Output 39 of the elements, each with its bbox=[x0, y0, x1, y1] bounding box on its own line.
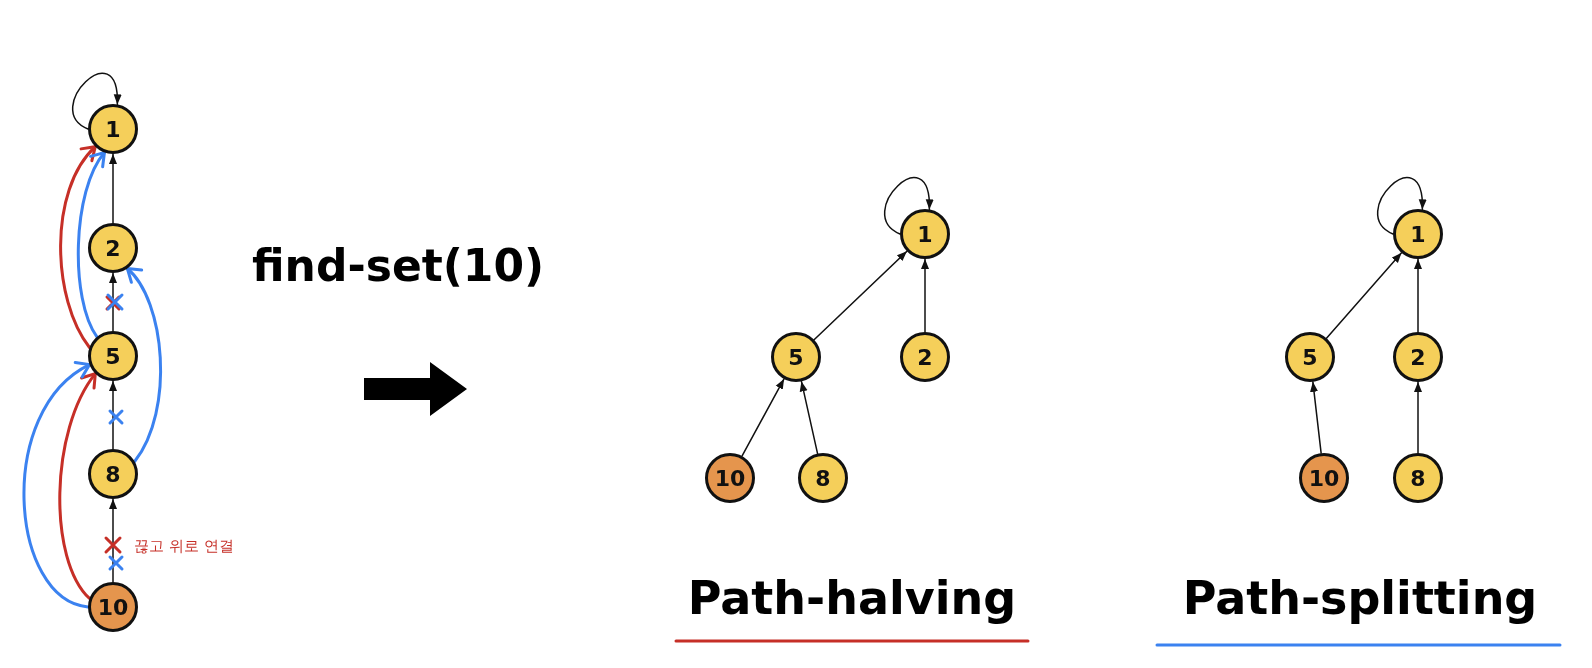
arrow bbox=[109, 380, 117, 450]
hand-drawn-arrow bbox=[59, 145, 97, 349]
node-circle: 8 bbox=[1393, 453, 1443, 503]
node-circle: 2 bbox=[88, 223, 138, 273]
node-circle: 10 bbox=[705, 453, 755, 503]
method-title: Path-halving bbox=[687, 571, 1017, 625]
arrow bbox=[1414, 381, 1422, 454]
node-circle: 5 bbox=[88, 331, 138, 381]
arrow bbox=[109, 272, 117, 332]
method-title: Path-splitting bbox=[1182, 571, 1538, 625]
hand-drawn-arrow bbox=[76, 151, 106, 339]
arrow bbox=[1310, 381, 1322, 454]
hand-drawn-arrow bbox=[22, 363, 91, 609]
arrow bbox=[109, 153, 117, 224]
node-circle: 5 bbox=[1285, 332, 1335, 382]
function-call-text: find-set(10) bbox=[252, 239, 545, 291]
arrow bbox=[1376, 177, 1426, 235]
node-circle: 10 bbox=[88, 582, 138, 632]
arrow bbox=[813, 250, 908, 341]
hand-drawn-arrow bbox=[125, 267, 162, 463]
arrow bbox=[1325, 252, 1403, 339]
node-circle: 5 bbox=[771, 332, 821, 382]
node-circle: 1 bbox=[88, 104, 138, 154]
node-circle: 1 bbox=[1393, 209, 1443, 259]
arrow bbox=[1414, 258, 1422, 333]
node-circle: 10 bbox=[1299, 453, 1349, 503]
node-circle: 1 bbox=[900, 209, 950, 259]
arrow bbox=[883, 177, 933, 235]
arrow bbox=[921, 258, 929, 333]
arrow bbox=[71, 72, 121, 130]
node-circle: 8 bbox=[88, 449, 138, 499]
node-circle: 2 bbox=[900, 332, 950, 382]
annotation-note: 끊고 위로 연결 bbox=[134, 536, 234, 556]
hand-drawn-arrow bbox=[58, 372, 97, 600]
node-circle: 2 bbox=[1393, 332, 1443, 382]
node-circle: 8 bbox=[798, 453, 848, 503]
arrow bbox=[741, 378, 785, 457]
arrow bbox=[799, 380, 819, 455]
arrow bbox=[109, 498, 117, 583]
